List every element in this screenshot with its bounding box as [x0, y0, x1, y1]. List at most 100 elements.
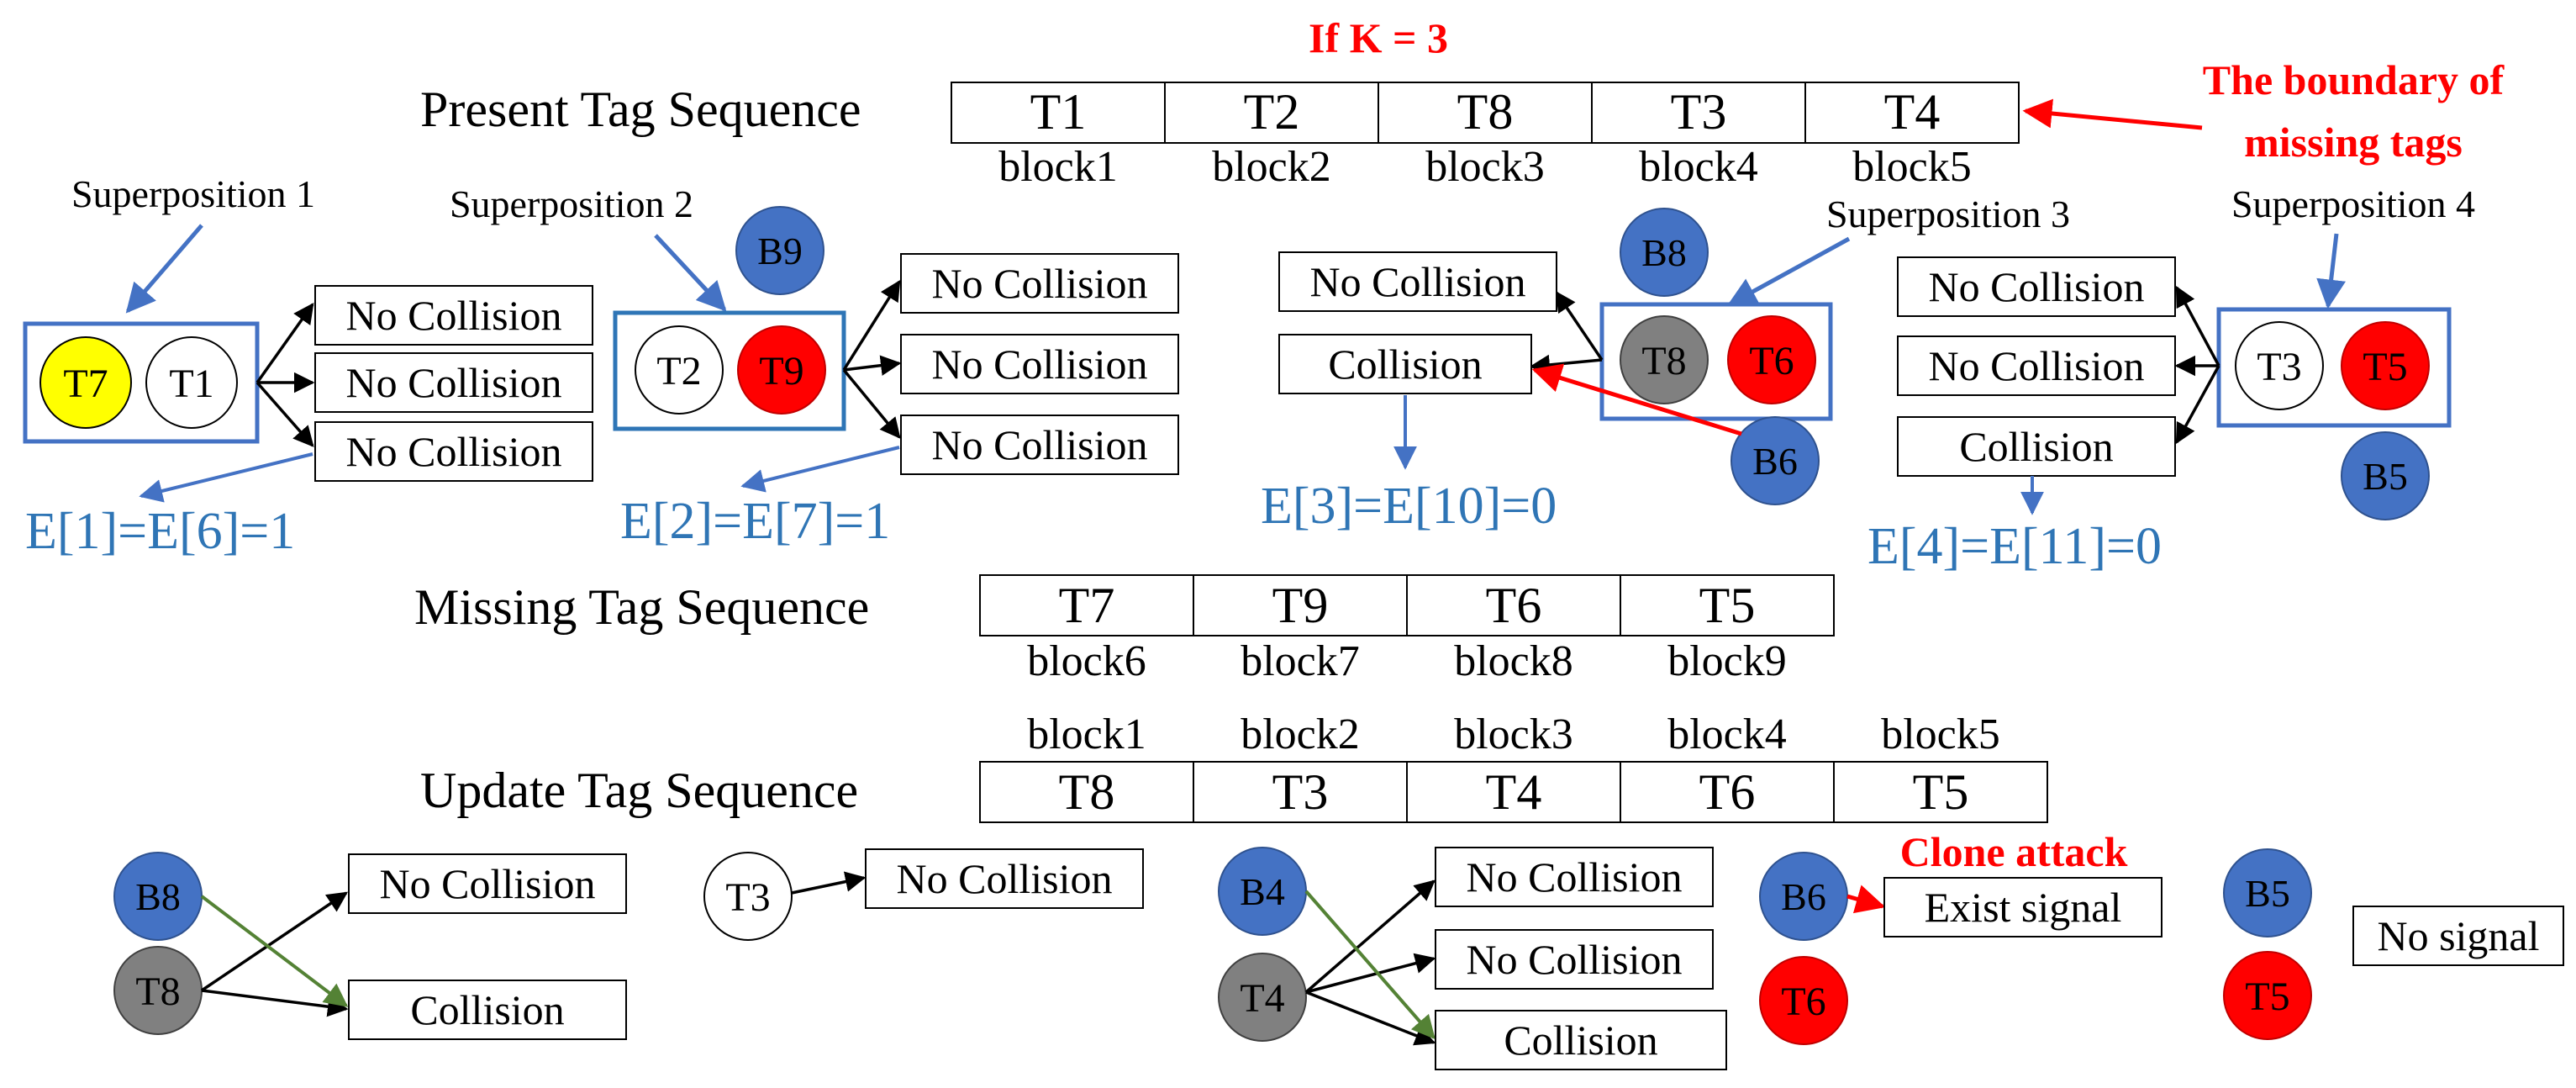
boundary-arrow: [2022, 98, 2203, 130]
tag-node-label: T8: [1641, 339, 1686, 383]
b-node: [1620, 208, 1709, 297]
b-node: [1731, 416, 1820, 505]
result-box: [1897, 416, 2176, 477]
superposition-4-label: Superposition 4: [2231, 182, 2475, 225]
result-box: [348, 980, 627, 1040]
missing-sequence-label: Missing Tag Sequence: [414, 579, 869, 635]
missing-cell: T5: [1699, 578, 1756, 633]
result-text: No Collision: [346, 428, 562, 475]
superposition-2-label: Superposition 2: [450, 182, 693, 225]
present-block-label: block1: [998, 143, 1118, 191]
result-box: [1278, 251, 1557, 312]
superposition-1-result-arrows: [255, 303, 315, 447]
present-cell: T8: [1457, 84, 1514, 140]
boundary-note-line2: missing tags: [2244, 119, 2463, 166]
result-box: [1883, 877, 2162, 937]
tag-node-label: T5: [2363, 345, 2407, 389]
missing-block-label: block6: [1027, 637, 1146, 685]
update-cell: T8: [1059, 764, 1115, 820]
tag-node-label: T6: [1749, 339, 1794, 383]
tag-node-gray: [1218, 953, 1307, 1042]
present-sequence-table: [951, 82, 2020, 144]
present-block-label: block3: [1425, 143, 1545, 191]
result-text: No Collision: [1310, 258, 1526, 305]
present-sequence-label: Present Tag Sequence: [420, 82, 861, 137]
title: If K = 3: [1309, 14, 1448, 61]
tag-node-label: T3: [2257, 345, 2301, 389]
result-box: [2352, 906, 2564, 966]
equation-1-arrow: [139, 452, 313, 503]
b-node-label: B5: [2363, 455, 2408, 498]
result-text: No Collision: [897, 855, 1113, 902]
bottom-2-arrow: [791, 871, 867, 895]
result-box: [900, 334, 1179, 394]
b-node: [735, 206, 824, 295]
bottom-1-arrow: [201, 891, 349, 992]
tag-node-label: T1: [169, 362, 213, 406]
update-block-label: block5: [1881, 710, 2000, 758]
result-box: [1435, 1010, 1727, 1070]
bottom-1-green-arrow: [200, 895, 349, 1007]
tag-node-label: T9: [759, 349, 803, 393]
missing-block-label: block7: [1241, 637, 1360, 685]
result-box: [1897, 335, 2176, 396]
update-sequence-label: Update Tag Sequence: [420, 763, 858, 818]
result-text: No Collision: [1467, 936, 1683, 983]
bottom-3-green-arrow: [1304, 890, 1436, 1040]
b-node-label: B5: [2245, 872, 2290, 915]
b-node-label: B4: [1240, 870, 1285, 913]
bottom-1-arrow: [201, 989, 349, 1017]
missing-cell: T9: [1272, 578, 1329, 633]
result-text: No Collision: [932, 341, 1148, 388]
update-cell: T6: [1699, 764, 1756, 820]
result-box: [900, 415, 1179, 475]
equation-1: E[1]=E[6]=1: [25, 503, 295, 560]
superposition-3-box: [1599, 302, 1833, 421]
missing-cell: T7: [1059, 578, 1115, 633]
superposition-4-result-arrows: [2174, 285, 2220, 445]
superposition-1-label: Superposition 1: [71, 172, 315, 215]
present-cell: T4: [1884, 84, 1941, 140]
equation-2-arrow: [740, 446, 900, 493]
missing-sequence-table: [979, 574, 1835, 636]
b-node: [2223, 848, 2312, 937]
tag-node-label: T5: [2245, 974, 2289, 1019]
clone-link-arrow: [1531, 363, 1742, 436]
result-text: Collision: [1504, 1017, 1657, 1064]
tag-node-label: T4: [1240, 976, 1284, 1021]
result-box: [348, 853, 627, 914]
tag-node-label: T3: [725, 875, 770, 920]
superposition-2-arrow: [654, 234, 727, 312]
tag-node-red: [1759, 956, 1848, 1045]
present-block-label: block5: [1852, 143, 1972, 191]
update-cell: T4: [1486, 764, 1542, 820]
result-box: [1435, 847, 1714, 907]
b-node-label: B6: [1781, 875, 1826, 918]
update-block-label: block1: [1027, 710, 1146, 758]
missing-block-label: block8: [1454, 637, 1573, 685]
result-box: [1278, 334, 1532, 394]
superposition-3-label: Superposition 3: [1826, 193, 2070, 235]
result-box: [314, 421, 593, 482]
boundary-note-line1: The boundary of: [2203, 56, 2505, 103]
present-cell: T1: [1030, 84, 1087, 140]
result-box: [314, 352, 593, 413]
result-box: [865, 848, 1144, 909]
update-block-label: block3: [1454, 710, 1573, 758]
tag-node-gray: [1620, 315, 1709, 404]
tag-node-red: [737, 325, 826, 415]
update-block-label: block2: [1241, 710, 1360, 758]
equation-2: E[2]=E[7]=1: [620, 493, 890, 550]
b-node-label: B8: [135, 875, 181, 918]
bottom-3-arrow: [1304, 879, 1436, 994]
result-text: No Collision: [380, 860, 596, 907]
result-text: Collision: [1328, 341, 1482, 388]
update-cell: T3: [1272, 764, 1329, 820]
result-box: [1435, 929, 1714, 990]
b-node-label: B8: [1641, 231, 1687, 274]
tag-node-label: T7: [63, 362, 108, 406]
missing-block-label: block9: [1667, 637, 1787, 685]
tag-node-label: T2: [656, 349, 701, 393]
present-block-label: block4: [1639, 143, 1758, 191]
